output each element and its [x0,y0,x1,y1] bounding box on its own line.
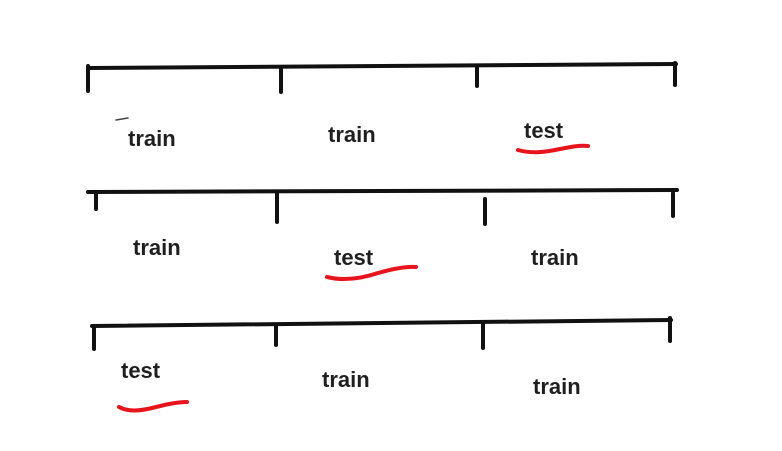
fold-1-segment-1-label: train [128,126,176,151]
fold-3-segment-3-label: train [533,374,581,399]
fold-1-timeline [86,62,678,70]
fold-3-segment-1-label: test [121,358,161,383]
fold-1-segment-2-label: train [328,122,376,147]
fold-2-segment-3-label: train [531,245,579,270]
fold-3-test-underline [117,400,189,413]
fold-2-test-underline [325,264,418,282]
fold-1-test-underline [516,143,590,155]
fold-2-timeline [86,188,679,194]
fold-2-segment-2-label: test [334,245,374,270]
stray-pen-mark [115,117,129,121]
fold-2-segment-1-label: train [133,235,181,260]
fold-1-segment-3-label: test [524,118,564,143]
fold-3-segment-2-label: train [322,367,370,392]
fold-3-timeline [90,318,673,328]
